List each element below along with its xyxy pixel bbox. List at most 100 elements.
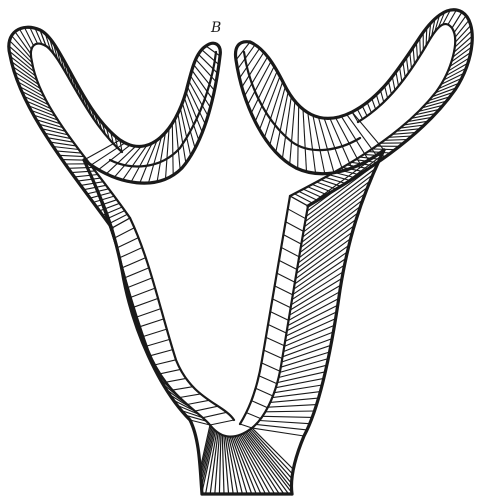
cell-wall <box>53 147 79 150</box>
cell-wall <box>300 206 361 252</box>
cell-wall <box>362 106 367 116</box>
cell-wall <box>392 77 395 91</box>
cell-wall <box>137 309 161 317</box>
cell-wall <box>131 288 155 297</box>
cell-wall <box>274 286 292 295</box>
cell-wall <box>416 42 417 59</box>
cell-wall <box>180 394 201 398</box>
cell-wall <box>259 421 309 424</box>
cell-wall <box>277 273 295 282</box>
cell-wall <box>134 298 158 307</box>
cell-wall <box>294 194 312 204</box>
cell-wall <box>128 278 152 288</box>
cell-wall <box>160 369 180 373</box>
cell-wall <box>376 95 380 106</box>
cell-wall <box>266 337 285 346</box>
cell-wall <box>262 363 281 371</box>
cell-wall <box>420 37 421 55</box>
cell-wall <box>282 96 291 158</box>
cell-wall <box>281 247 299 256</box>
cell-wall <box>147 339 170 346</box>
cell-wall <box>403 62 405 77</box>
figure-label: B <box>210 20 221 36</box>
cell-wall <box>246 413 260 419</box>
left-outer-arm <box>9 27 220 228</box>
cell-wall <box>166 128 170 179</box>
cell-wall <box>251 401 267 408</box>
cell-wall <box>150 350 172 356</box>
cell-wall <box>285 222 303 232</box>
cell-wall <box>187 400 209 404</box>
cell-wall <box>279 365 327 377</box>
cell-wall <box>396 72 399 86</box>
cell-wall <box>140 319 164 327</box>
cell-wall <box>195 406 218 411</box>
basal-cell-wall <box>248 431 292 484</box>
cell-wall <box>125 268 149 278</box>
cell-wall <box>367 102 371 112</box>
cell-wall <box>293 259 346 295</box>
cell-wall <box>268 405 317 408</box>
basal-cell-wall <box>249 430 292 479</box>
cell-wall <box>389 81 392 94</box>
cell-wall <box>290 101 295 164</box>
cell-wall <box>78 178 101 181</box>
basal-cell-wall <box>229 437 243 495</box>
cell-wall <box>288 209 306 219</box>
basal-cell-wall <box>241 435 279 495</box>
cell-wall <box>115 228 135 238</box>
cell-wall <box>172 123 173 175</box>
basal-cell-wall <box>222 435 224 494</box>
cell-wall <box>372 99 376 110</box>
cell-wall <box>283 235 301 245</box>
cell-wall <box>59 155 84 156</box>
cell-wall <box>298 105 299 169</box>
cell-wall <box>400 67 402 82</box>
cell-wall <box>264 350 283 358</box>
basal-cell-wall <box>247 432 292 489</box>
cell-wall <box>166 378 186 382</box>
cell-wall <box>384 140 408 141</box>
cell-wall <box>299 191 318 200</box>
cell-wall <box>410 52 412 68</box>
cell-wall <box>426 28 427 46</box>
cell-wall <box>454 16 466 33</box>
cell-wall <box>277 372 325 383</box>
cell-wall <box>155 360 176 365</box>
cell-wall <box>256 388 273 396</box>
cell-wall <box>303 189 322 198</box>
cell-wall <box>268 324 287 333</box>
cell-wall <box>265 411 314 412</box>
cell-wall <box>74 175 98 177</box>
cell-wall <box>294 252 348 289</box>
basal-cell-wall <box>219 434 221 494</box>
cell-wall <box>283 332 333 352</box>
cell-wall <box>406 57 408 73</box>
cell-wall <box>120 248 143 258</box>
cell-wall <box>303 109 307 172</box>
cell-wall <box>117 238 138 248</box>
cell-wall <box>286 312 337 336</box>
cell-wall <box>143 329 167 336</box>
cell-wall <box>71 171 95 173</box>
cell-wall <box>210 420 234 425</box>
cell-wall <box>385 86 388 98</box>
cell-wall <box>272 392 320 398</box>
cell-wall <box>25 28 34 46</box>
cell-wall <box>56 151 81 153</box>
cell-wall <box>263 416 313 417</box>
cell-wall <box>290 196 308 206</box>
cell-wall <box>122 258 146 268</box>
basal-cells <box>200 425 294 494</box>
cell-wall <box>272 299 291 308</box>
cell-wall <box>259 376 277 384</box>
cell-wall <box>413 47 414 64</box>
cell-wall <box>203 412 227 417</box>
cell-wall <box>285 319 336 342</box>
cell-wall <box>381 90 384 102</box>
cell-wall <box>256 424 307 430</box>
cell-boundaries <box>9 10 472 436</box>
cell-wall <box>112 218 130 228</box>
